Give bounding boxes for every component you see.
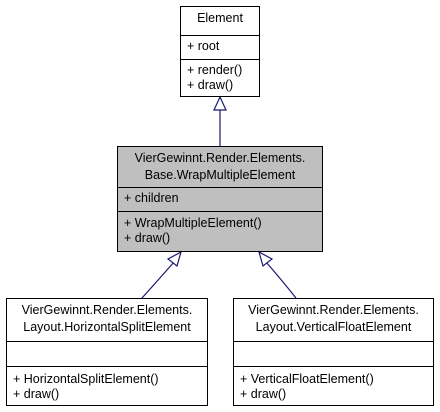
class-wrap-multiple-name: VierGewinnt.Render.Elements. Base.WrapMu… bbox=[118, 147, 322, 187]
arrowhead-wrap-left bbox=[166, 250, 182, 268]
class-element-attributes: + root bbox=[181, 35, 259, 59]
operation-draw: + draw() bbox=[124, 231, 171, 245]
class-name-line-2: Layout.HorizontalSplitElement bbox=[23, 320, 191, 334]
operation-constructor: + VerticalFloatElement() bbox=[240, 372, 374, 386]
class-name-line-1: VierGewinnt.Render.Elements. bbox=[134, 151, 306, 165]
class-element[interactable]: Element + root + render() + draw() bbox=[180, 6, 260, 97]
class-horizontal-split-attributes bbox=[7, 341, 207, 366]
operation-constructor: + HorizontalSplitElement() bbox=[13, 372, 159, 386]
class-name-line-2: Layout.VerticalFloatElement bbox=[255, 320, 412, 334]
class-wrap-multiple-element[interactable]: VierGewinnt.Render.Elements. Base.WrapMu… bbox=[117, 146, 323, 252]
class-wrap-multiple-attributes: + children bbox=[118, 187, 322, 211]
operation-draw: + draw() bbox=[240, 387, 287, 401]
class-vertical-float-attributes bbox=[234, 341, 433, 366]
class-horizontal-split-name: VierGewinnt.Render.Elements. Layout.Hori… bbox=[7, 299, 207, 341]
arrowhead-element bbox=[213, 95, 227, 111]
class-name-line: Element bbox=[197, 11, 243, 25]
class-vertical-float-name: VierGewinnt.Render.Elements. Layout.Vert… bbox=[234, 299, 433, 341]
class-name-line-2: Base.WrapMultipleElement bbox=[144, 168, 296, 182]
class-name-line-1: VierGewinnt.Render.Elements. bbox=[21, 303, 193, 317]
class-vertical-float-element[interactable]: VierGewinnt.Render.Elements. Layout.Vert… bbox=[233, 298, 434, 406]
class-horizontal-split-element[interactable]: VierGewinnt.Render.Elements. Layout.Hori… bbox=[6, 298, 208, 406]
operation-draw: + draw() bbox=[187, 78, 234, 92]
class-vertical-float-operations: + VerticalFloatElement() + draw() bbox=[234, 366, 433, 406]
attribute-root: + root bbox=[187, 39, 220, 53]
edge-vertical-to-wrap bbox=[265, 261, 297, 299]
operation-draw: + draw() bbox=[13, 387, 60, 401]
class-element-name: Element bbox=[181, 7, 259, 35]
class-wrap-multiple-operations: + WrapMultipleElement() + draw() bbox=[118, 211, 322, 252]
arrowhead-wrap-right bbox=[258, 250, 274, 268]
class-element-operations: + render() + draw() bbox=[181, 59, 259, 97]
class-name-line-1: VierGewinnt.Render.Elements. bbox=[248, 303, 419, 317]
attribute-children: + children bbox=[124, 191, 179, 205]
operation-render: + render() bbox=[187, 63, 243, 77]
operation-constructor: + WrapMultipleElement() bbox=[124, 216, 262, 230]
edge-horizontal-to-wrap bbox=[141, 261, 175, 299]
class-horizontal-split-operations: + HorizontalSplitElement() + draw() bbox=[7, 366, 207, 406]
